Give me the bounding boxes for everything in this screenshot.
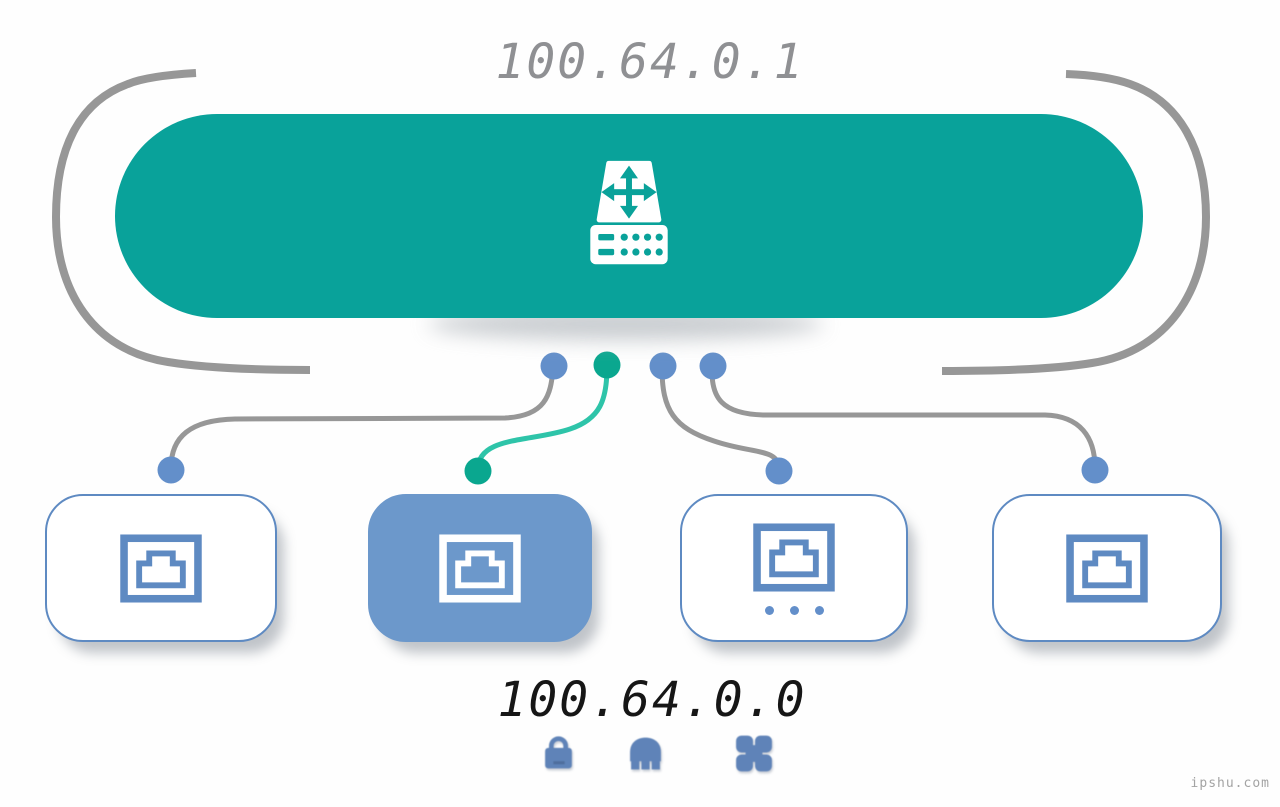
more-clients-ellipsis [764,605,824,615]
switch-panel-holes [598,233,663,256]
client-port-dots [157,456,1109,485]
switch-port-dot-4 [699,352,727,380]
watermark-text: ipshu.com [1190,776,1270,791]
network-switch-icon [590,160,668,265]
link-curve-2 [475,364,610,472]
lock-icon [545,736,572,769]
client-box-4 [992,494,1222,642]
switch-port-dot-1 [540,352,568,380]
ethernet-port-icon [752,522,836,593]
link-curve-4 [709,365,1098,471]
building-icon [630,737,661,770]
link-curve-1 [168,365,556,471]
switch-port-dot-2 [593,351,621,379]
client-port-dot-4 [1081,456,1109,484]
ethernet-port-icon [438,533,522,604]
four-way-arrow-icon [601,165,657,219]
ethernet-port-icon [119,533,203,604]
client-port-dot-2 [464,457,492,485]
gateway-ip-label: 100.64.0.1 [495,34,805,90]
link-curve-3 [659,365,782,472]
network-ip-label: 100.64.0.0 [497,672,807,728]
client-box-3 [680,494,908,642]
client-port-dot-1 [157,456,185,484]
client-box-1 [45,494,277,642]
switch-port-dot-3 [649,352,677,380]
client-box-2-highlighted [368,494,592,642]
switch-port-dots [540,351,727,380]
grid-icon [736,735,772,772]
ellipsis-dot [789,605,799,615]
router-pill [115,114,1143,318]
ethernet-port-icon [1065,533,1149,604]
ellipsis-dot [764,605,774,615]
client-port-dot-3 [765,457,793,485]
ellipsis-dot [814,605,824,615]
